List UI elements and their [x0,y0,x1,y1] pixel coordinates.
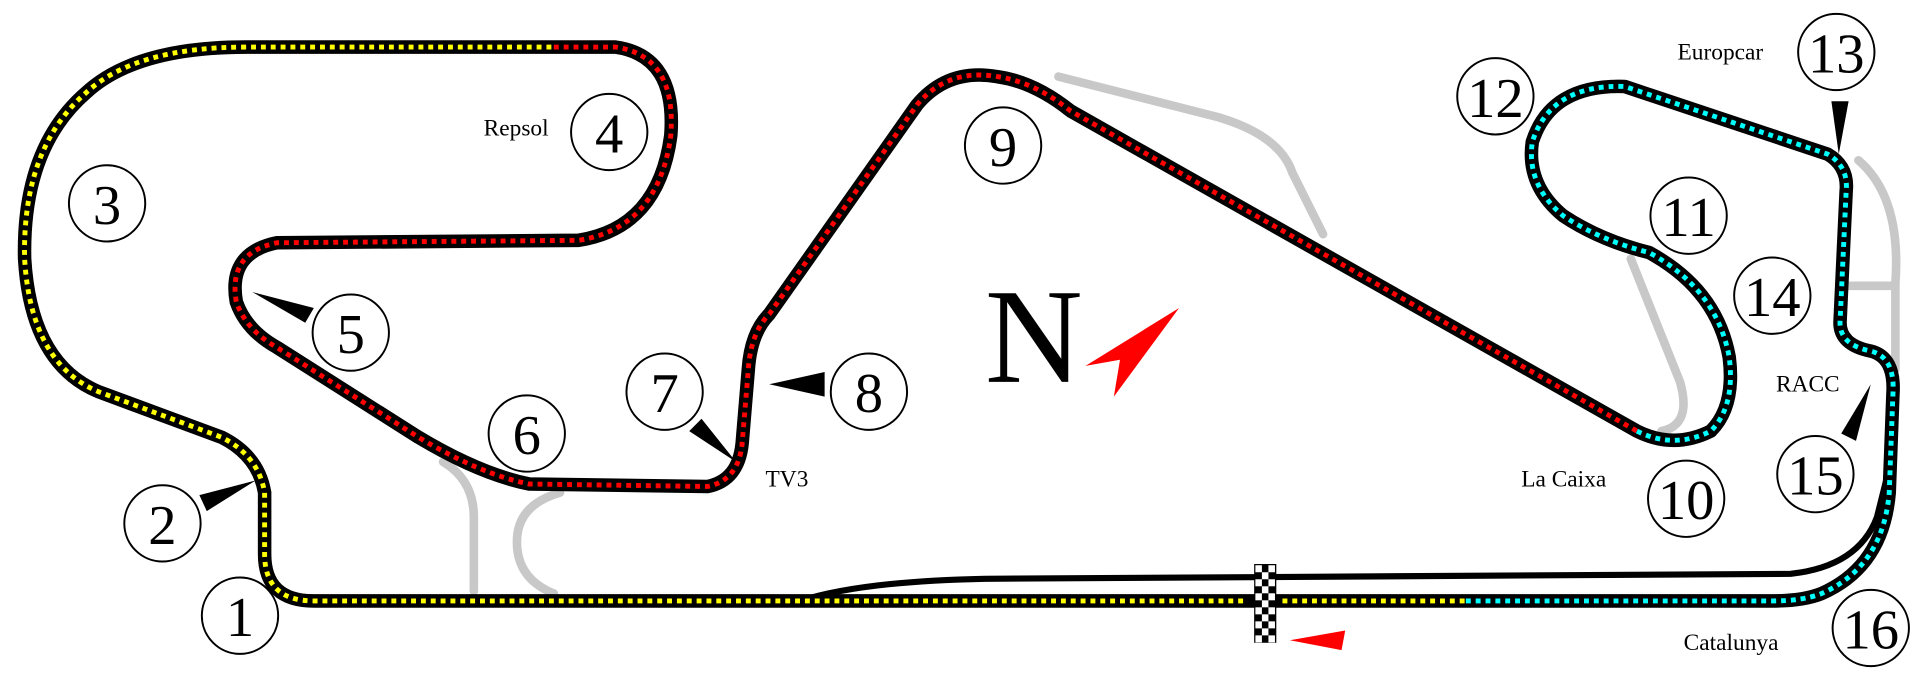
turn-5-marker: 5 [311,293,390,372]
turn-3-marker: 3 [67,164,147,243]
turn-number: 16 [1842,599,1899,661]
turn-2-marker: 2 [123,484,202,563]
turn-circle [829,352,909,431]
marker-7-icon [689,418,736,462]
turn-number: 7 [650,363,678,425]
sector-1 [22,44,1244,604]
turn-circle [1647,459,1726,538]
pit-lane [796,464,1893,604]
turn-10-marker: 10 [1647,459,1726,538]
label-repsol: Repsol [484,116,549,142]
turn-circle [123,484,202,563]
turn-circle [1649,176,1728,255]
turn-circle [487,394,566,473]
label-europcar: Europcar [1678,39,1764,65]
turn-circle [1776,435,1855,514]
label-catalunya: Catalunya [1684,630,1779,656]
turn-circle [67,164,147,243]
alternate-layout-turn14 [1841,156,1901,374]
alternate-layout-turn9 [1054,72,1328,239]
turn-4-marker: 4 [570,92,649,172]
label-racc: RACC [1776,372,1840,398]
track-outline [17,40,1900,608]
turn-circle [625,352,704,431]
turn-circle [1831,588,1910,668]
turn-16-marker: 16 [1831,588,1910,668]
marker-15-icon [1841,384,1871,441]
corner-markers [199,101,1871,512]
turn-number: 13 [1808,23,1865,85]
turn-11-marker: 11 [1649,176,1728,255]
alternate-layout-turn10 [1626,254,1688,436]
alternate-layout-turn6 [438,457,565,598]
turn-circle [1456,57,1535,136]
sector-3 [1464,83,1896,604]
turn-8-marker: 8 [829,352,909,431]
label-la-caixa: La Caixa [1521,466,1607,492]
turn-number: 9 [989,117,1017,179]
marker-5-icon [252,292,314,323]
turn-13-marker: 13 [1797,12,1876,92]
marker-2-icon [199,480,256,512]
turn-number: 10 [1658,470,1715,532]
north-arrow-icon [1085,308,1180,397]
turn-number: 15 [1787,446,1844,508]
turn-15-marker: 15 [1776,435,1855,514]
label-tv3: TV3 [766,466,809,492]
turn-circle [570,92,649,172]
turn-circle [1733,256,1812,335]
turn-number: 14 [1744,267,1801,329]
turn-number: 8 [855,363,883,425]
turn-circle [963,106,1043,185]
turn-number: 4 [595,103,623,165]
turn-number: 6 [513,405,541,467]
turn-7-marker: 7 [625,352,704,431]
turn-number: 11 [1661,187,1716,249]
north-label: N [985,262,1083,412]
turn-number: 3 [93,175,121,237]
turn-6-marker: 6 [487,394,566,473]
turn-number: 12 [1467,68,1524,130]
start-finish-flag [1254,564,1277,643]
turn-14-marker: 14 [1733,256,1812,335]
turn-9-marker: 9 [963,106,1043,185]
turn-number: 5 [337,304,365,366]
marker-8-icon [769,372,825,397]
turn-circle [311,293,390,372]
turn-12-marker: 12 [1456,57,1535,136]
turn-circle [200,576,280,655]
marker-13-icon [1831,101,1849,155]
turn-number: 2 [148,495,176,557]
sector-2 [232,44,1639,489]
direction-arrow-icon [1289,630,1346,651]
turn-circle [1797,12,1876,92]
turn-1-marker: 1 [200,576,280,655]
turn-number: 1 [226,587,254,649]
